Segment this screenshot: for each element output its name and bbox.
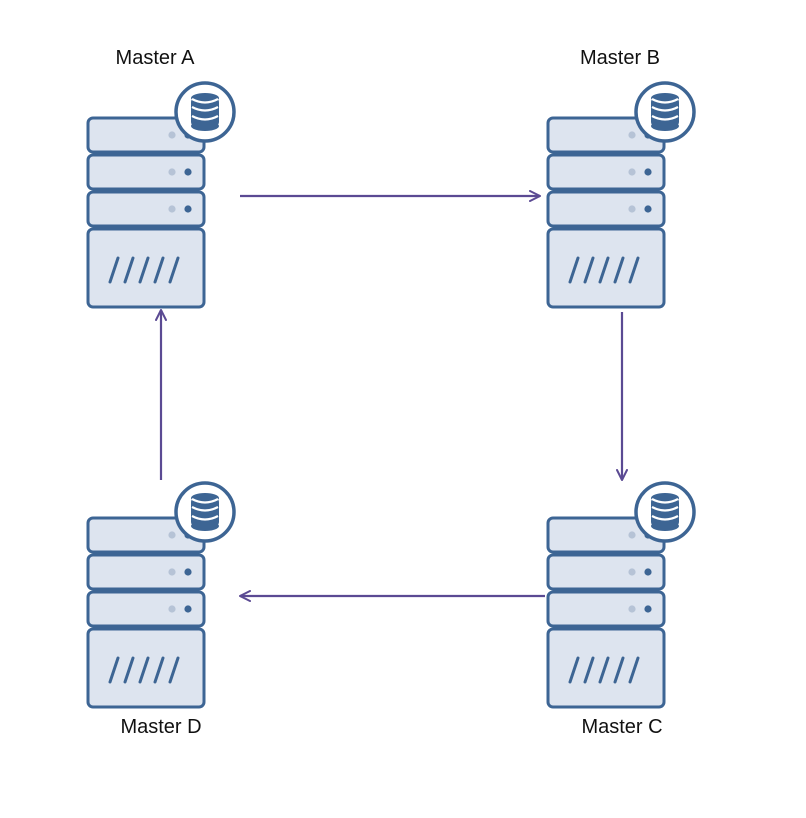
server-rack-icon — [546, 81, 696, 309]
status-led-icon — [628, 568, 636, 576]
status-led-icon — [644, 205, 652, 213]
node-master-c: Master C — [546, 481, 696, 738]
server-rack-icon — [86, 81, 236, 309]
server-base-unit — [546, 227, 666, 309]
edges — [155, 190, 628, 602]
vent-icon — [568, 656, 640, 684]
server-slot — [86, 553, 206, 591]
node-label-master-a: Master A — [116, 47, 196, 69]
status-led-icon — [168, 568, 176, 576]
database-icon — [174, 481, 236, 543]
status-led-icon — [168, 168, 176, 176]
server-slot — [546, 590, 666, 628]
status-led-icon — [628, 205, 636, 213]
server-slot — [86, 516, 206, 554]
server-base-unit — [86, 227, 206, 309]
node-label-master-c: Master C — [581, 716, 662, 738]
status-led-icon — [644, 168, 652, 176]
status-led-icon — [644, 605, 652, 613]
server-slot — [546, 553, 666, 591]
status-led-icon — [184, 205, 192, 213]
node-master-a: Master A — [86, 47, 236, 309]
vent-icon — [568, 256, 640, 284]
status-led-icon — [628, 131, 636, 139]
status-led-icon — [168, 605, 176, 613]
status-led-icon — [168, 531, 176, 539]
vent-icon — [108, 656, 180, 684]
status-led-icon — [628, 168, 636, 176]
node-label-master-d: Master D — [120, 716, 201, 738]
server-slot — [86, 590, 206, 628]
database-icon — [634, 81, 696, 143]
status-led-icon — [184, 605, 192, 613]
node-master-d: Master D — [86, 481, 236, 738]
node-master-b: Master B — [546, 47, 696, 309]
status-led-icon — [628, 531, 636, 539]
server-rack-icon — [86, 481, 236, 709]
server-rack-icon — [546, 481, 696, 709]
server-base-unit — [86, 627, 206, 709]
status-led-icon — [184, 568, 192, 576]
server-slot — [86, 190, 206, 228]
status-led-icon — [628, 605, 636, 613]
server-slot — [546, 190, 666, 228]
status-led-icon — [168, 131, 176, 139]
server-slot — [546, 153, 666, 191]
vent-icon — [108, 256, 180, 284]
node-label-master-b: Master B — [580, 47, 660, 69]
database-icon — [174, 81, 236, 143]
status-led-icon — [644, 568, 652, 576]
server-slot — [86, 153, 206, 191]
status-led-icon — [184, 168, 192, 176]
server-base-unit — [546, 627, 666, 709]
database-icon — [634, 481, 696, 543]
status-led-icon — [168, 205, 176, 213]
